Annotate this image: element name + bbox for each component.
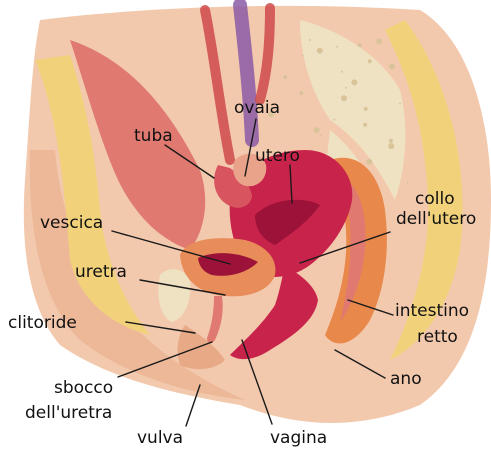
bone-dot (317, 48, 323, 54)
label-clitoride: clitoride (8, 313, 77, 333)
bone-dot (314, 127, 320, 133)
bone-dot (389, 139, 393, 143)
bone-dot (407, 182, 409, 184)
bone-dot (351, 79, 357, 85)
bone-dot (345, 87, 347, 89)
bone-dot (302, 55, 304, 57)
bone-dot (336, 46, 338, 48)
label-vulva: vulva (137, 428, 183, 448)
bone-dot (366, 159, 372, 165)
label-intestino-line2: retto (417, 327, 458, 347)
label-intestino-line1: intestino (395, 301, 469, 321)
bone-dot (364, 107, 368, 111)
bone-dot (309, 39, 311, 41)
bone-dot (341, 95, 347, 101)
label-sbocco-line1: sbocco (54, 378, 113, 398)
label-vescica: vescica (40, 213, 103, 233)
bone-dot (363, 123, 367, 127)
bone-dot (368, 59, 372, 63)
bone-dot (358, 43, 362, 47)
label-collo-line1: collo (415, 189, 455, 209)
label-sbocco-line2: dell'uretra (25, 403, 112, 423)
label-ovaia: ovaia (234, 98, 280, 118)
label-utero: utero (255, 146, 300, 166)
bone-dot (388, 143, 394, 149)
bone-dot (320, 134, 322, 136)
bone-dot (389, 64, 395, 70)
label-uretra: uretra (75, 262, 127, 282)
bone-dot (341, 71, 343, 73)
bone-dot (283, 75, 287, 79)
label-ano: ano (390, 369, 422, 389)
bone-dot (300, 91, 304, 95)
bone-dot (399, 103, 401, 105)
label-collo-line2: dell'utero (396, 209, 476, 229)
bone-dot (376, 38, 382, 44)
label-vagina: vagina (270, 428, 327, 448)
bone-dot (333, 119, 335, 121)
label-tuba: tuba (134, 126, 173, 146)
